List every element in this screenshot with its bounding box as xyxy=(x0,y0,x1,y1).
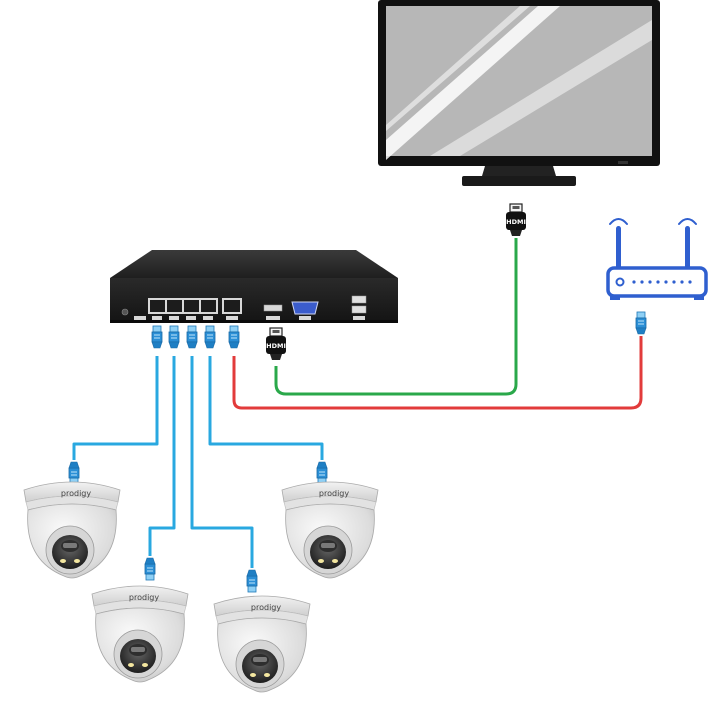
hdmi-plug-at-nvr: HDMI xyxy=(266,327,286,360)
lan-cable xyxy=(232,336,643,410)
rj45-plug-icon xyxy=(168,325,180,349)
hdmi-port xyxy=(263,304,283,312)
poe-port-2 xyxy=(167,300,182,312)
lan-port xyxy=(224,300,240,312)
usb-port-1 xyxy=(351,295,367,304)
rj45-plug-icon xyxy=(151,325,163,349)
hdmi-plug-at-monitor: HDMI xyxy=(506,203,526,236)
poe-cable-3 xyxy=(190,356,254,568)
dome-camera-4: prodigy xyxy=(281,481,379,579)
poe-port-3 xyxy=(184,300,199,312)
dome-camera-3: prodigy xyxy=(213,595,311,693)
nvr-recorder xyxy=(110,250,398,323)
rj45-plug-icon xyxy=(186,325,198,349)
hdmi-label: HDMI xyxy=(266,342,286,350)
monitor-stand xyxy=(462,176,576,186)
camera-brand: prodigy xyxy=(129,593,159,602)
poe-port-4 xyxy=(201,300,216,312)
monitor xyxy=(378,0,660,186)
wifi-signal-icon xyxy=(609,218,697,225)
power-jack-icon xyxy=(121,308,129,316)
rj45-plug-icon xyxy=(246,569,258,593)
poe-cable-4 xyxy=(208,356,324,460)
poe-cable-2 xyxy=(148,356,176,556)
poe-cable-1 xyxy=(72,356,159,460)
poe-port-group xyxy=(148,298,218,314)
rj45-plug-icon xyxy=(68,461,80,485)
rj45-plug-icon xyxy=(228,325,240,349)
usb-port-2 xyxy=(351,305,367,314)
cables xyxy=(72,238,643,568)
rj45-plug-icon xyxy=(204,325,216,349)
camera-brand: prodigy xyxy=(251,603,281,612)
rj45-plug-icon xyxy=(316,461,328,485)
camera-brand: prodigy xyxy=(319,489,349,498)
camera-brand: prodigy xyxy=(61,489,91,498)
dome-camera-1: prodigy xyxy=(23,481,121,579)
router xyxy=(606,218,708,300)
dome-camera-2: prodigy xyxy=(91,585,189,683)
vga-port xyxy=(291,301,319,315)
hdmi-cable xyxy=(274,238,518,396)
poe-port-1 xyxy=(150,300,165,312)
rj45-plug-icon xyxy=(144,557,156,581)
rj45-plug-icon xyxy=(635,311,647,335)
hdmi-label: HDMI xyxy=(506,218,526,226)
